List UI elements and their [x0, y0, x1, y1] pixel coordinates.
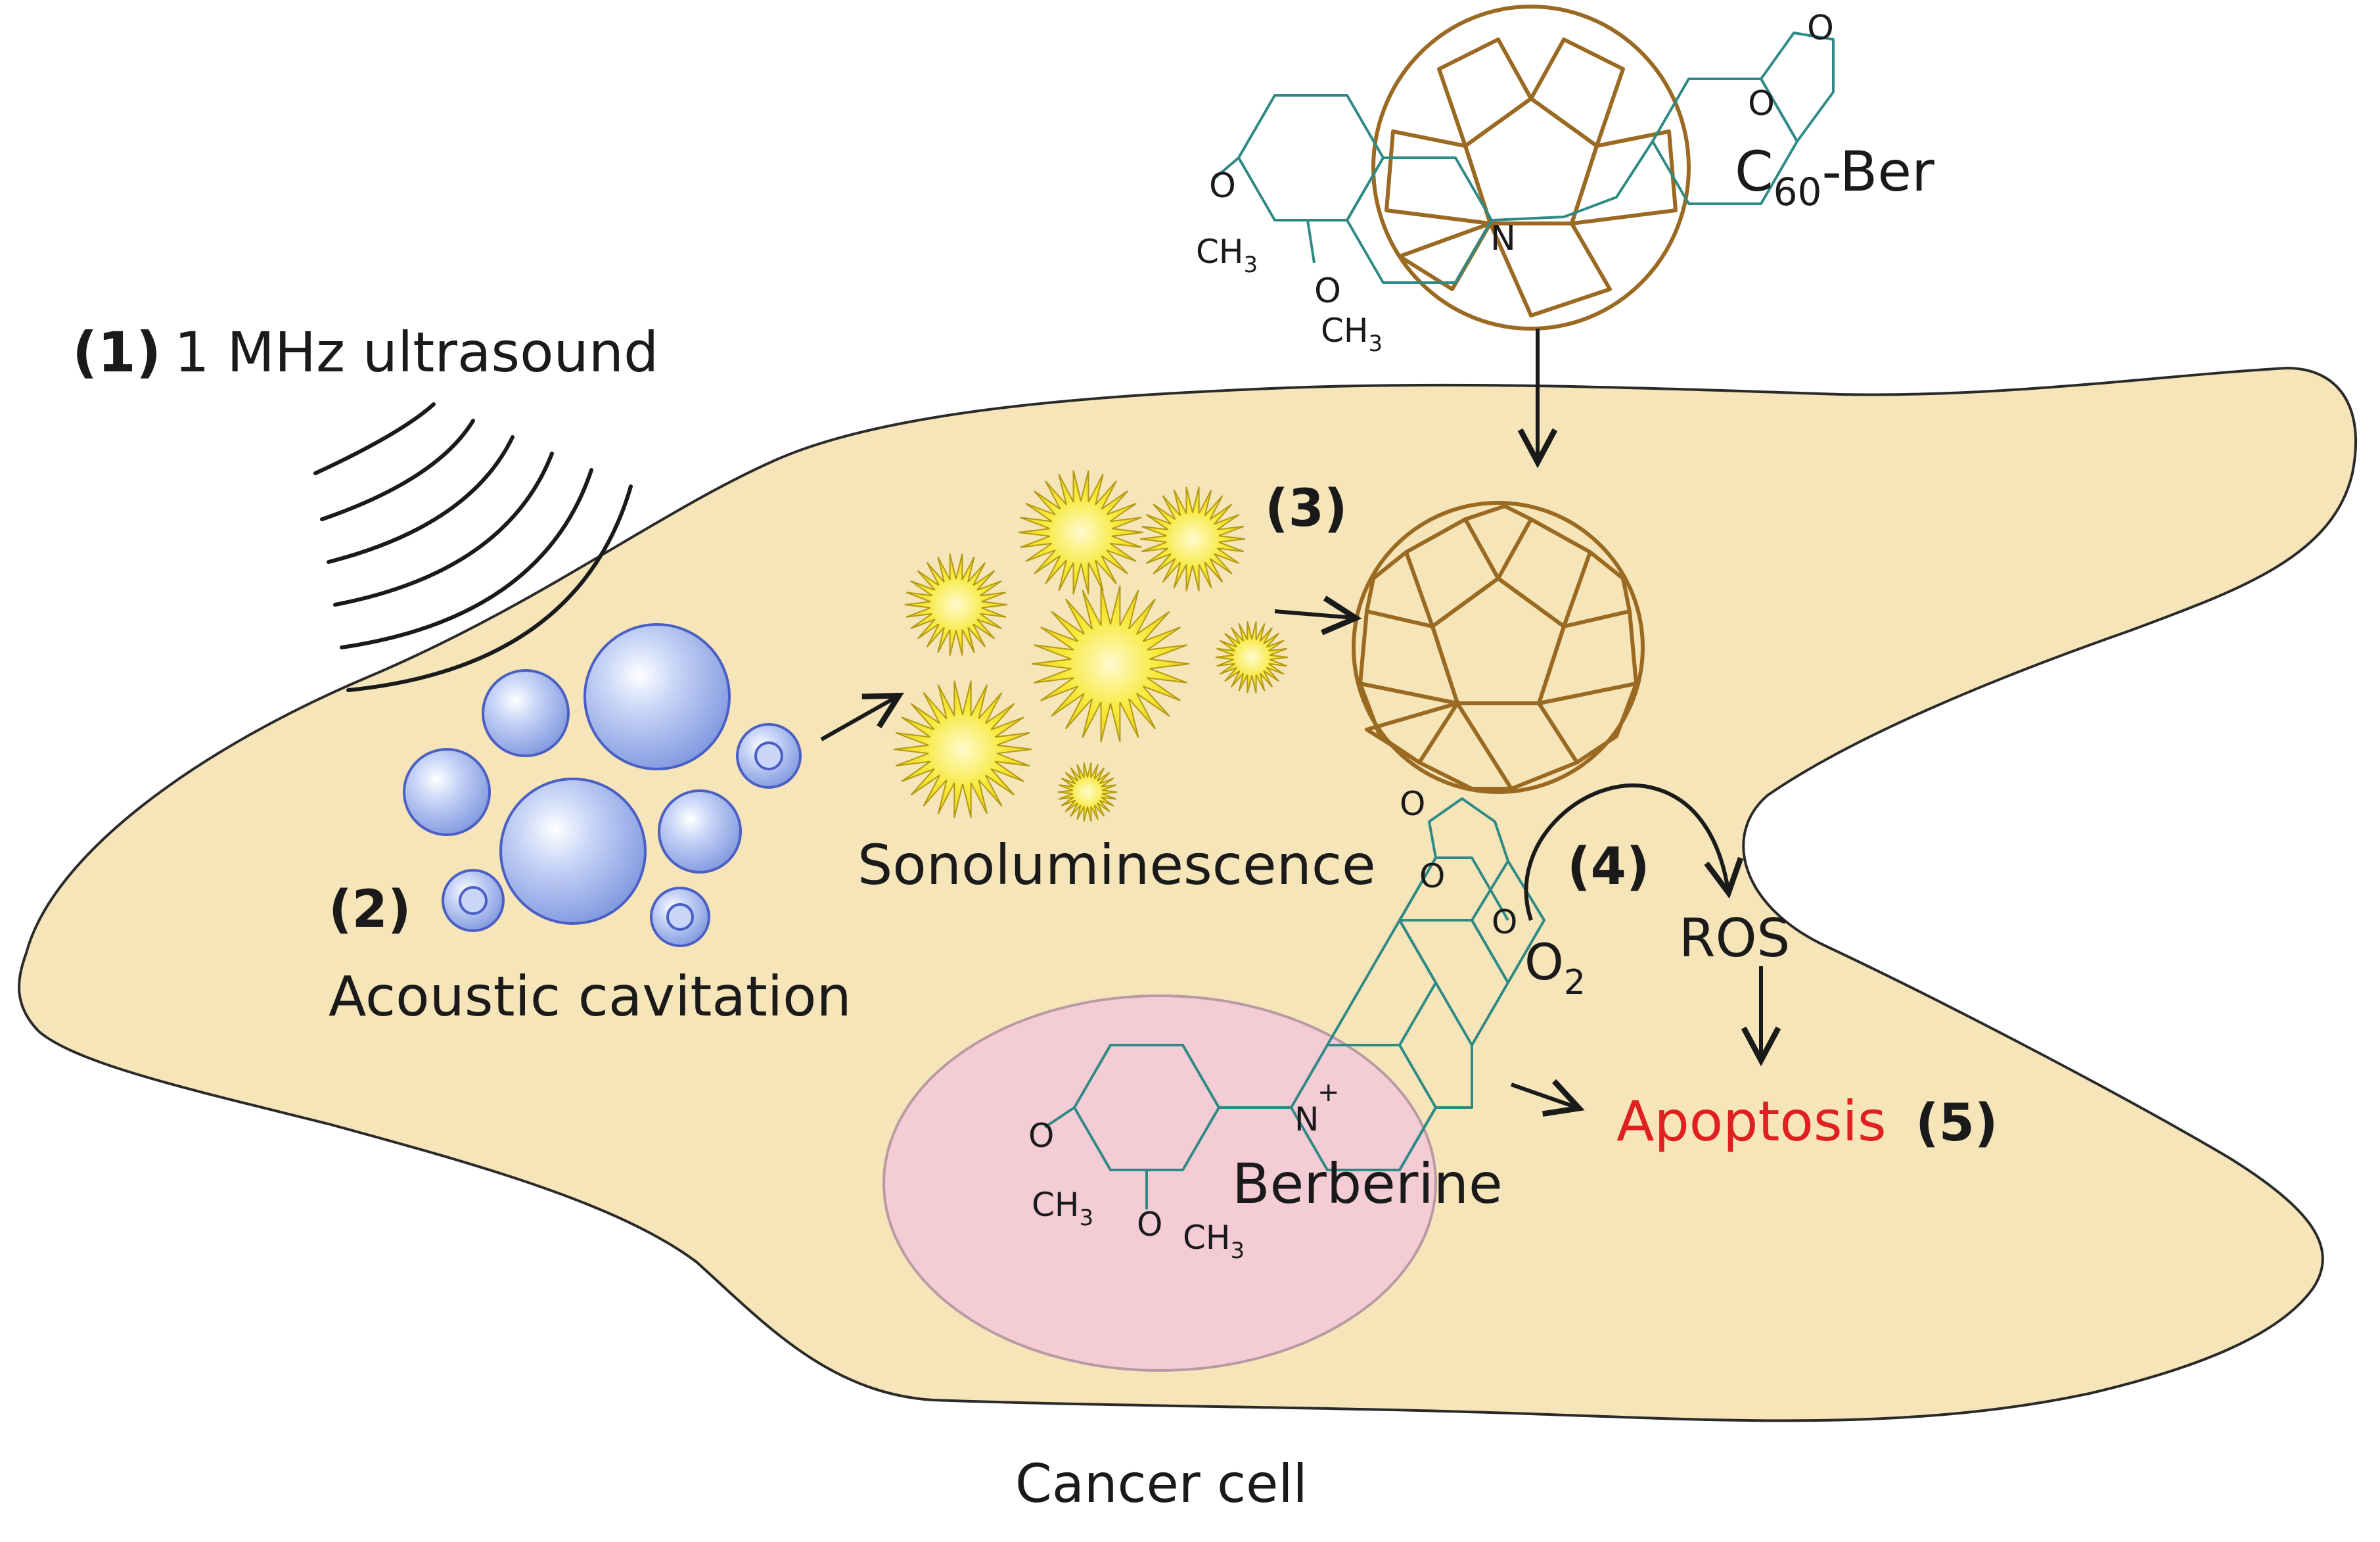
o2-label: O2	[1524, 933, 1586, 1002]
svg-text:O: O	[1807, 9, 1834, 48]
arrow-o2-to-ros	[1524, 783, 1744, 921]
c60-ber-molecule: O O O O N CH3 CH3	[1196, 5, 1835, 357]
svg-text:O: O	[1400, 785, 1425, 823]
apoptosis-label: Apoptosis	[1616, 1089, 1887, 1154]
bubble-1	[584, 623, 731, 770]
svg-text:O: O	[1748, 84, 1775, 124]
sonoluminescence-star-2	[1139, 486, 1246, 592]
sonoluminescence-star-3	[904, 553, 1008, 656]
bubble-2	[482, 669, 570, 757]
bubble-3	[403, 748, 491, 836]
c60-ber-label: C60-Ber	[1735, 139, 1934, 214]
arrow-berberine-to-apoptosis	[1511, 1079, 1585, 1117]
sonoluminescence-star-7	[1057, 762, 1118, 822]
step5-number: (5)	[1915, 1094, 1998, 1153]
ros-label: ROS	[1679, 908, 1790, 969]
sonoluminescence-star-6	[893, 680, 1032, 818]
sonoluminescence-star-1	[1018, 470, 1144, 595]
step3-number: (3)	[1265, 479, 1348, 538]
arrow-cavitation-to-sono	[820, 692, 904, 741]
step1-label: (1)1 MHz ultrasound	[72, 320, 658, 385]
bubble-4	[499, 778, 647, 925]
n-atom-label: N	[1490, 219, 1516, 258]
step2-label: Acoustic cavitation	[329, 964, 852, 1029]
berberine-molecule	[1043, 797, 1545, 1209]
svg-text:O: O	[1419, 857, 1445, 895]
sonoluminescence-star-4	[1031, 585, 1190, 743]
svg-text:N: N	[1294, 1100, 1319, 1138]
berberine-label: Berberine	[1232, 1152, 1503, 1216]
cavitation-bubbles	[403, 623, 802, 947]
cancer-cell-label: Cancer cell	[1015, 1453, 1308, 1514]
ch3-label-d: CH3	[1183, 1219, 1245, 1264]
cancer-cell	[17, 366, 2358, 1422]
arrows	[820, 329, 1781, 1117]
step2-number: (2)	[329, 880, 411, 939]
svg-text:O: O	[1137, 1205, 1162, 1244]
sonoluminescence-star-5	[1215, 621, 1289, 693]
svg-text:O: O	[1314, 271, 1341, 311]
ch3-label-b: CH3	[1321, 312, 1383, 357]
svg-text:O: O	[1028, 1117, 1054, 1155]
svg-text:O: O	[1492, 903, 1517, 941]
sonoluminescence-stars	[893, 470, 1289, 822]
nucleus	[882, 994, 1437, 1372]
n-plus-label: +	[1317, 1077, 1340, 1108]
bubble-5	[658, 789, 742, 874]
c60-fullerene	[1352, 501, 1645, 794]
o-atom-label: O	[1209, 166, 1236, 206]
arrow-sono-to-c60	[1274, 596, 1362, 636]
sonoluminescence-label: Sonoluminescence	[858, 833, 1376, 897]
ch3-label-a: CH3	[1196, 233, 1258, 278]
ch3-label-c: CH3	[1032, 1186, 1093, 1231]
ultrasound-wave-icon	[313, 402, 633, 692]
step4-number: (4)	[1567, 837, 1650, 897]
